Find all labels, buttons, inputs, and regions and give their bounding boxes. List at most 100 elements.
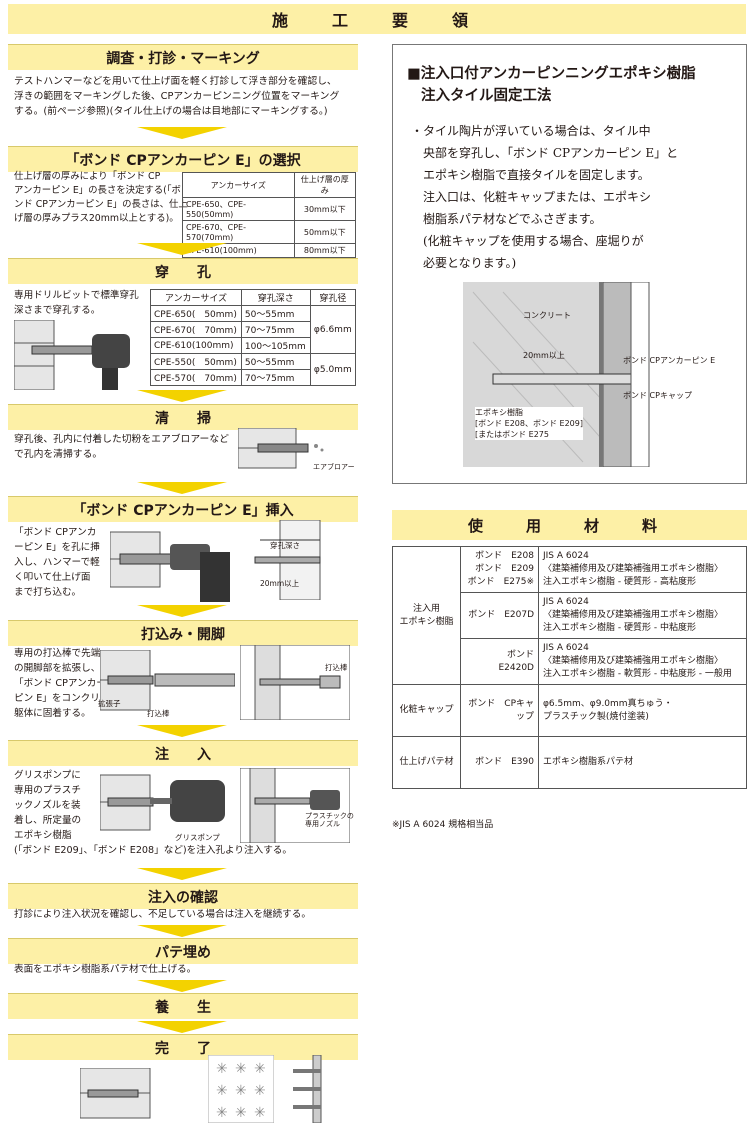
text-line: 必要となります。) (423, 256, 517, 270)
step-text-confirm: 打診により注入状況を確認し、不足している場合は注入を継続する。 (14, 909, 311, 920)
text-line: (化粧キャップを使用する場合、座堀りが (423, 234, 644, 248)
step-text-drilling: 専用ドリルビットで標準穿孔 深さまで穿孔する。 (14, 288, 139, 318)
cell-line: JIS A 6024 (543, 643, 589, 653)
label-line: 専用ノズル (305, 820, 340, 828)
method-title-line: ■注入口付アンカーピンニングエポキシ樹脂 (407, 66, 696, 82)
label-20mm: 20mm以上 (260, 579, 300, 588)
step-text-drive-open: 専用の打込棒で先端 の開脚部を拡張し、 「ボンド CPアンカー ピン E」をコン… (14, 646, 119, 721)
cell-line: ボンド E390 (475, 757, 534, 767)
product-cell: ボンド CPキャップ (460, 684, 539, 737)
table-cell: CPE-650、CPE-550(50mm) (182, 197, 295, 221)
materials-note: ※JIS A 6024 規格相当品 (392, 820, 494, 830)
product-cell: ボンド E207D (460, 592, 539, 639)
text-line: 専用のプラスチ (14, 785, 81, 796)
text-line: 入し、ハンマーで軽 (14, 557, 100, 568)
step-text-putty: 表面をエポキシ樹脂系パテ材で仕上げる。 (14, 964, 197, 975)
method-title: ■注入口付アンカーピンニングエポキシ樹脂 注入タイル固定工法 (407, 63, 696, 107)
table-header: 仕上げ層の厚み (293, 172, 356, 198)
materials-title: 使 用 材 料 (392, 510, 747, 540)
table-cell: φ6.6mm (309, 305, 357, 354)
cell-line: 〈建築補修用及び建築補強用エポキシ樹脂〉 (543, 610, 724, 620)
svg-text:✳: ✳ (235, 1061, 247, 1077)
flow-arrow (137, 980, 227, 992)
cell-line: 化粧キャップ (399, 705, 454, 715)
table-cell: 80mm以下 (293, 243, 356, 258)
table-header: アンカーサイズ (150, 289, 242, 306)
text-line: 注入口は、化粧キャップまたは、エポキシ (423, 190, 652, 204)
label-depth: 20mm以上 (523, 351, 565, 360)
spec-cell: φ6.5mm、φ9.0mm真ちゅう・ プラスチック製(焼付塗装) (538, 684, 747, 737)
complete-wall-pattern: ✳✳✳ ✳✳✳ ✳✳✳ (208, 1055, 274, 1123)
svg-text:✳: ✳ (254, 1105, 266, 1121)
table-cell: 70～75mm (240, 321, 311, 338)
flow-arrow (137, 725, 227, 737)
text-line: エポキシ樹脂で直接タイルを固定します。 (423, 168, 650, 182)
svg-text:✳: ✳ (254, 1061, 266, 1077)
text-line: の開脚部を拡張し、 (14, 663, 101, 674)
complete-section-diagram (293, 1055, 322, 1123)
text-line: 「ボンド CPアンカー (14, 678, 106, 689)
table-cell: CPE-650( 50mm) (150, 305, 242, 322)
table-cell: 50～55mm (240, 305, 311, 322)
svg-text:✳: ✳ (216, 1061, 228, 1077)
svg-text:✳: ✳ (216, 1105, 228, 1121)
materials-table: 注入用 エポキシ樹脂 ボンド E208 ボンド E209 ボンド E275※ J… (392, 546, 747, 789)
drill-illustration (14, 320, 130, 390)
product-cell: ボンド E390 (460, 736, 539, 789)
cell-line: ボンド E275※ (467, 577, 534, 587)
text-line: 深さまで穿孔する。 (14, 305, 101, 316)
label-cp-cap: ボンド CPキャップ (623, 391, 692, 400)
step-header-insert: 「ボンド CPアンカーピン E」挿入 (8, 496, 358, 522)
method-description: ・タイル陶片が浮いている場合は、タイル中 央部を穿孔し、「ボンド CPアンカーピ… (411, 120, 733, 274)
text-line: 仕上げ層の厚みにより「ボンド CP (14, 171, 161, 182)
method-panel: ■注入口付アンカーピンニングエポキシ樹脂 注入タイル固定工法 ・タイル陶片が浮い… (392, 44, 747, 484)
step-header-curing: 養 生 (8, 993, 358, 1019)
step-header-drilling: 穿 孔 (8, 258, 358, 284)
cell-line: 注入エポキシ樹脂 - 硬質形 - 中粘度形 (543, 623, 696, 633)
cell-line: JIS A 6024 (543, 597, 589, 607)
label-anchor-pin: ボンド CPアンカーピン E (623, 356, 716, 365)
text-line: 専用の打込棒で先端 (14, 648, 101, 659)
step-text-injection: グリスポンプに 専用のプラスチ ックノズルを装 着し、所定量の エポキシ樹脂 (… (14, 768, 292, 858)
label-concrete: コンクリート (523, 311, 571, 320)
cell-line: エポキシ樹脂 (399, 616, 454, 627)
table-cell: CPE-550( 50mm) (150, 353, 242, 370)
table-cell: φ5.0mm (309, 353, 357, 386)
table-cell: CPE-610(100mm) (150, 337, 242, 354)
page-title: 施 工 要 領 (8, 4, 746, 34)
text-line: ・タイル陶片が浮いている場合は、タイル中 (411, 124, 651, 138)
step-text-insert: 「ボンド CPアンカ ーピン E」を孔に挿 入し、ハンマーで軽 く叩いて仕上げ面… (14, 525, 100, 600)
insert-illustration (110, 531, 230, 602)
spec-cell: JIS A 6024 〈建築補修用及び建築補強用エポキシ樹脂〉 注入エポキシ樹脂… (538, 546, 747, 593)
flow-arrow (137, 390, 227, 402)
label-line: [ボンド E208、ボンド E209] (475, 419, 583, 428)
text-line: エポキシ樹脂 (14, 830, 72, 841)
step-text-anchor-select: 仕上げ層の厚みにより「ボンド CP アンカーピン E」の長さを決定する(「ボ ン… (14, 170, 188, 226)
cell-line: 仕上げパテ材 (399, 757, 454, 767)
text-line: まで打ち込む。 (14, 587, 82, 598)
step-header-injection: 注 入 (8, 740, 358, 766)
svg-text:✳: ✳ (216, 1083, 228, 1099)
table-cell: CPE-670、CPE-570(70mm) (182, 220, 295, 244)
text-line: 躯体に固着する。 (14, 708, 91, 719)
flow-arrow (137, 243, 227, 255)
table-cell: 70～75mm (240, 369, 311, 386)
anchor-select-table: アンカーサイズ仕上げ層の厚み CPE-650、CPE-550(50mm)30mm… (182, 172, 356, 258)
table-header: 穿孔径 (309, 289, 357, 306)
text-line: ンド CPアンカーピン E」の長さは、仕上 (14, 199, 188, 210)
text-line: ックノズルを装 (14, 800, 81, 811)
step-header-drive-open: 打込み・開脚 (8, 620, 358, 646)
cell-line: 〈建築補修用及び建築補強用エポキシ樹脂〉 (543, 564, 724, 574)
table-cell: 30mm以下 (293, 197, 356, 221)
cell-line: プラスチック製(焼付塗装) (543, 711, 649, 722)
cell-line: JIS A 6024 (543, 551, 589, 561)
cell-line: ボンド E208 (475, 551, 534, 561)
product-cell: ボンド E2420D (460, 638, 543, 685)
text-line: げ層の厚みプラス20mm以上とする)。 (14, 213, 179, 224)
label-epoxy-resin: エポキシ樹脂 [ボンド E208、ボンド E209] [またはボンド E275 (475, 407, 583, 440)
insert-section-diagram (254, 520, 321, 600)
text-line: 浮きの範囲をマーキングした後、CPアンカーピンニング位置をマーキング (14, 91, 340, 102)
cell-line: ボンド E207D (468, 610, 534, 620)
injection-illustration (100, 774, 225, 831)
